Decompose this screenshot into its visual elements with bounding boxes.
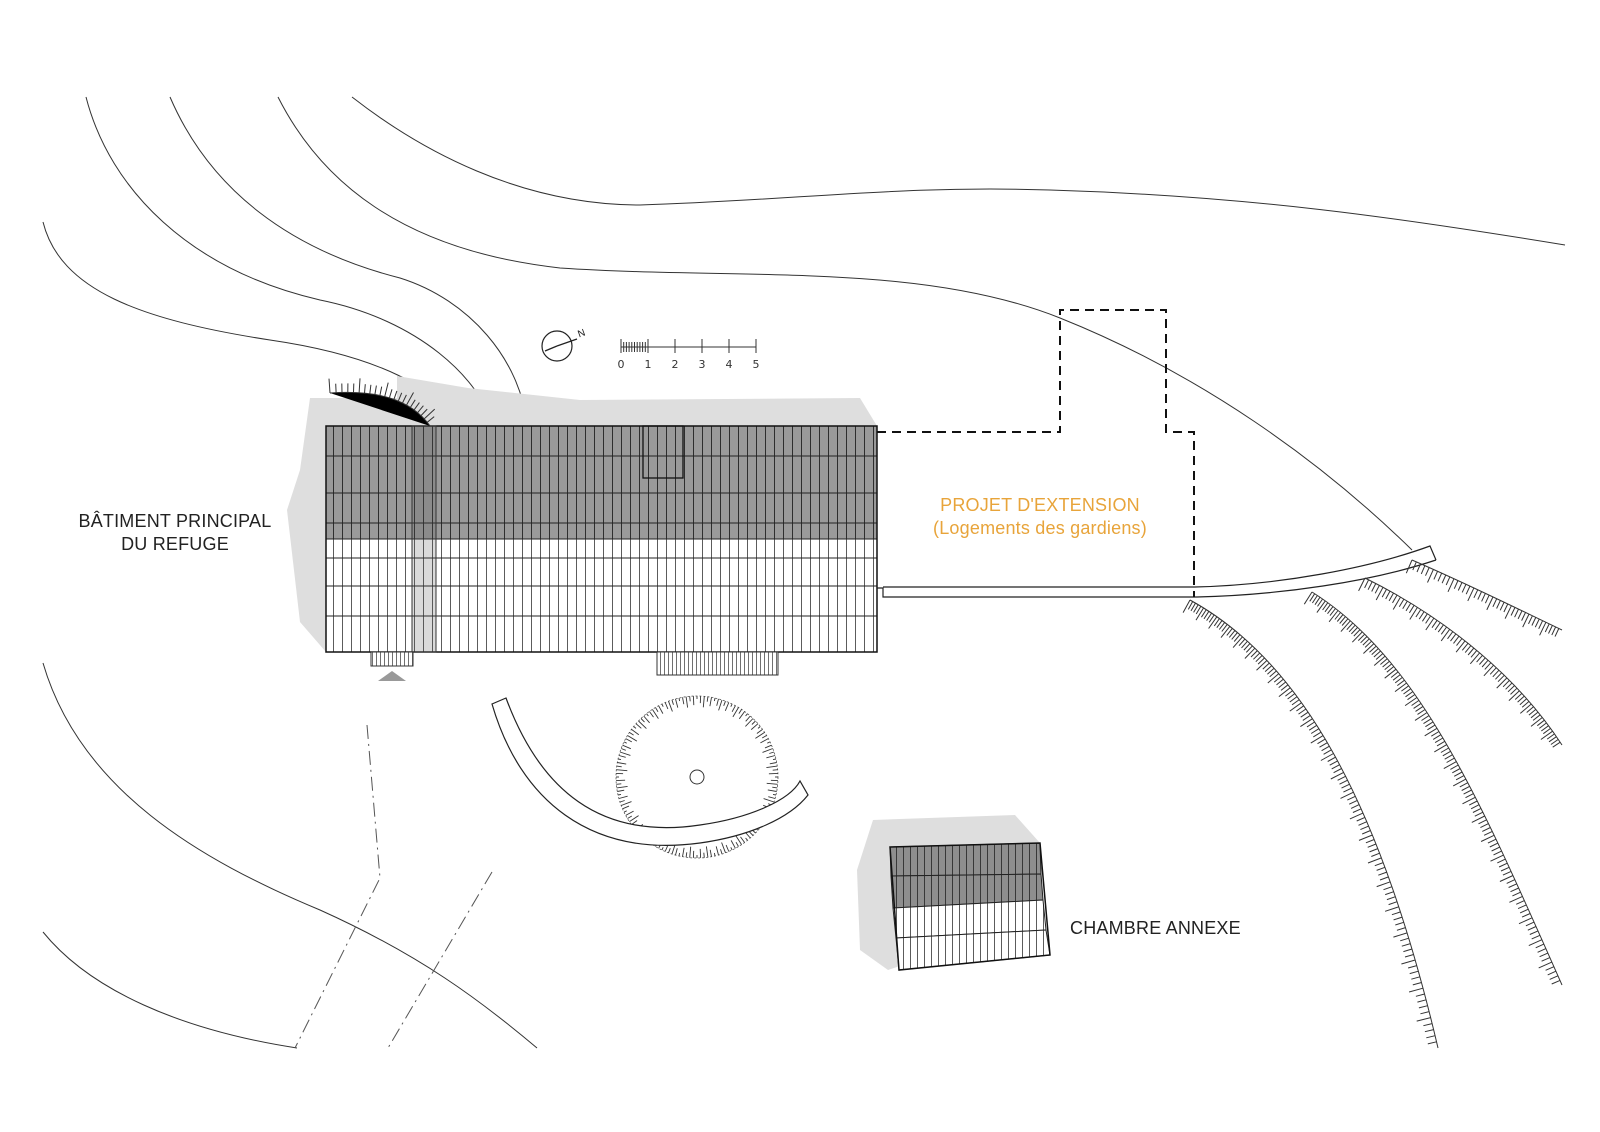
contour-line (42, 931, 298, 1049)
scale-tick-label: 3 (699, 358, 706, 371)
entrance-arrow-icon (378, 671, 406, 681)
contour-lines (42, 96, 1566, 1049)
north-letter: N (576, 328, 587, 341)
contour-line (277, 96, 1413, 551)
contour-line (85, 96, 493, 425)
extension-label-line1: PROJET D'EXTENSION (940, 495, 1140, 515)
scale-bar-labels: 0 1 2 3 4 5 (618, 358, 760, 371)
main-building-roof (325, 425, 878, 653)
entrance-steps (370, 651, 414, 667)
contour-line (169, 96, 528, 425)
contour-line (351, 96, 1566, 246)
contour-line (42, 221, 456, 425)
main-building-label-line2: DU REFUGE (121, 534, 229, 554)
annex-label-text: CHAMBRE ANNEXE (1070, 918, 1241, 938)
curved-wall (491, 697, 809, 846)
slope-hatch-east (1182, 559, 1563, 1049)
contour-line (42, 662, 538, 1049)
scale-tick-label: 5 (753, 358, 760, 371)
scale-bar (620, 339, 757, 353)
terrace (656, 651, 779, 676)
north-arrow-icon: N (541, 328, 587, 362)
scale-tick-label: 2 (672, 358, 679, 371)
extension-label-line2: (Logements des gardiens) (933, 518, 1147, 538)
footpath (294, 724, 493, 1049)
slope-hatch-nw-ticks (328, 378, 436, 427)
annex-label: CHAMBRE ANNEXE (1070, 917, 1270, 940)
garden (491, 695, 809, 859)
center-marker-icon (689, 769, 705, 785)
annex-roof (889, 842, 1051, 971)
main-building-label-line1: BÂTIMENT PRINCIPAL (78, 511, 272, 531)
extension-outline (877, 309, 1195, 597)
east-path (877, 545, 1437, 598)
extension-label: PROJET D'EXTENSION (Logements des gardie… (910, 494, 1170, 540)
scale-tick-label: 0 (618, 358, 625, 371)
main-building-label: BÂTIMENT PRINCIPAL DU REFUGE (55, 510, 295, 556)
scale-tick-label: 1 (645, 358, 652, 371)
scale-tick-label: 4 (726, 358, 733, 371)
